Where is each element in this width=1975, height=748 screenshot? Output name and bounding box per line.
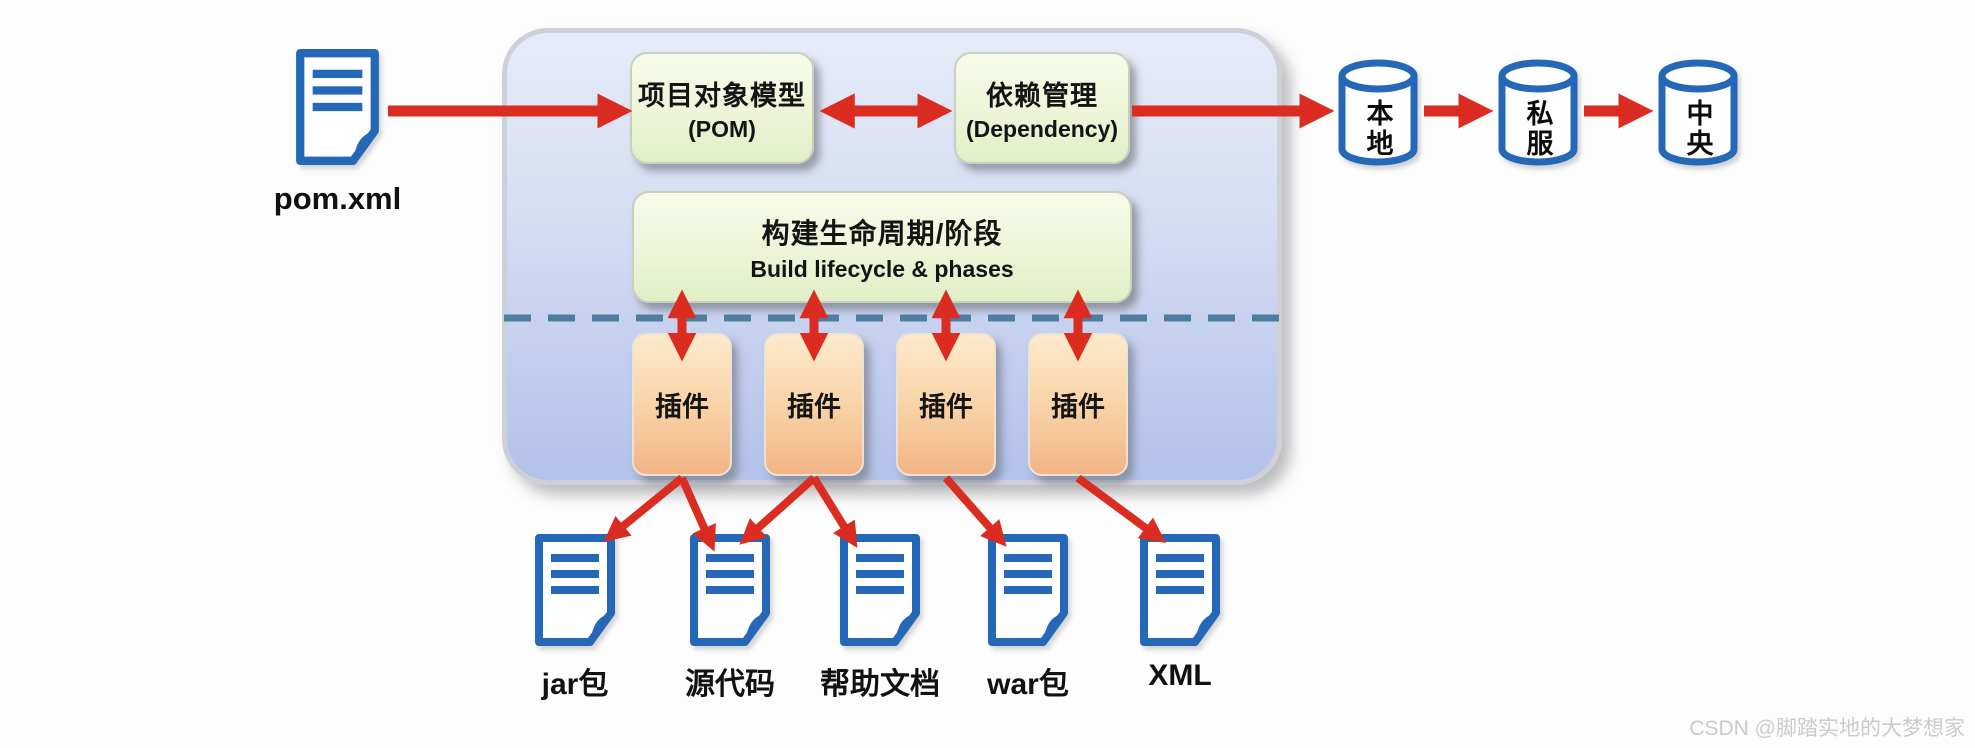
database-icon [1338,59,1418,166]
pom-box: 项目对象模型 (POM) [630,52,814,164]
pom-file-label: pom.xml [273,181,402,216]
repo-central-label: 中央 [1682,98,1713,159]
pom-box-title: 项目对象模型 [638,80,806,111]
repo-central: 中央 [1656,59,1740,170]
csdn-watermark: CSDN @脚踏实地的大梦想家 [1689,717,1965,740]
database-icon [1658,59,1738,166]
pom-box-subtitle: (POM) [688,115,756,142]
repo-private: 私服 [1496,59,1580,170]
repo-private-label: 私服 [1522,98,1553,159]
document-icon [690,534,770,646]
database-icon [1498,59,1578,166]
dependency-box-title: 依赖管理 [986,80,1098,111]
plugin-label: 插件 [655,392,709,422]
arrow-plugin2-to-source [739,475,817,545]
plugin-label: 插件 [1051,392,1105,422]
output-war: war包 [986,533,1070,701]
output-docs: 帮助文档 [820,533,940,701]
output-xml-label: XML [1148,659,1212,692]
document-icon [535,534,615,646]
document-icon [840,534,920,646]
plugin-box-1: 插件 [632,333,732,476]
output-war-label: war包 [987,668,1069,701]
dependency-box-subtitle: (Dependency) [965,115,1119,142]
plugin-box-2: 插件 [764,333,864,476]
repo-local-label: 本地 [1362,98,1393,159]
plugin-label: 插件 [787,392,841,422]
lifecycle-box: 构建生命周期/阶段 Build lifecycle & phases [632,191,1132,303]
lifecycle-box-title: 构建生命周期/阶段 [761,217,1003,249]
plugin-box-3: 插件 [896,333,996,476]
output-source: 源代码 [685,533,775,701]
plugin-label: 插件 [919,392,973,422]
repo-local: 本地 [1336,59,1420,170]
document-icon [296,49,379,165]
arrow-plugin1-to-jar [603,474,685,542]
output-jar: jar包 [533,533,617,701]
output-xml: XML [1138,533,1222,692]
document-icon [988,534,1068,646]
plugin-box-4: 插件 [1028,333,1128,476]
output-docs-label: 帮助文档 [820,668,940,701]
arrow-plugin3-to-war [943,475,1007,547]
dependency-box: 依赖管理 (Dependency) [954,52,1130,164]
arrow-plugin1-to-source [678,476,716,552]
output-jar-label: jar包 [541,668,609,701]
output-source-label: 源代码 [685,668,775,701]
arrow-plugin4-to-xml [1075,474,1166,544]
pom-file-node: pom.xml [274,48,401,216]
lifecycle-box-subtitle: Build lifecycle & phases [750,255,1014,282]
arrow-plugin2-to-docs [810,475,858,549]
document-icon [1140,534,1220,646]
